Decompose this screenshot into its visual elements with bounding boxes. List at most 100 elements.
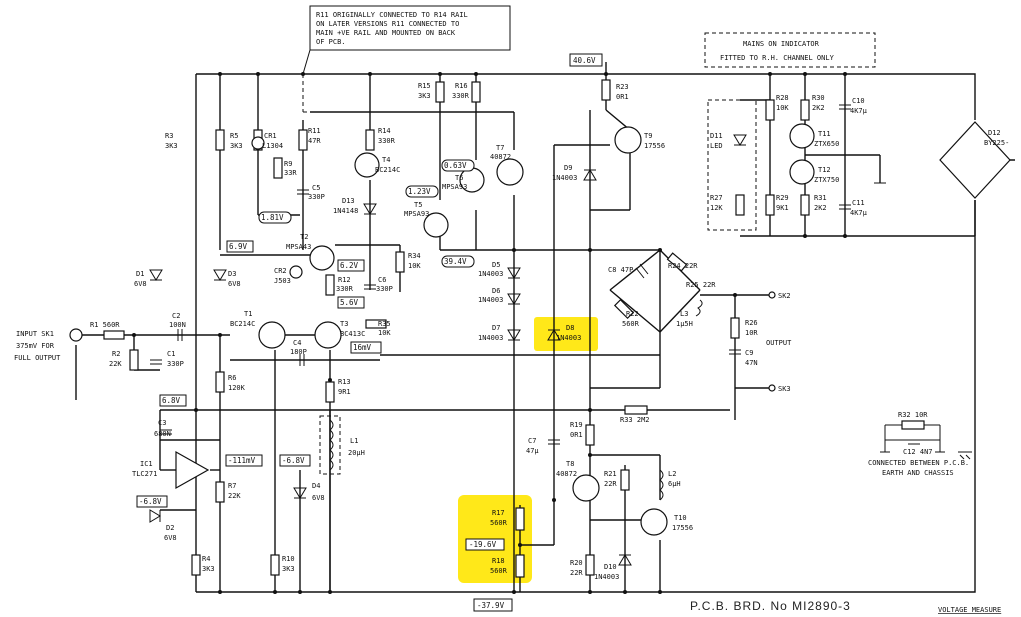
label-t3-val: BC413C [340,330,365,338]
t7-body [496,158,524,186]
label-c1: C1 [167,350,175,358]
notes: R11 ORIGINALLY CONNECTED TO R14 RAIL ON … [14,11,1001,614]
r11-body [298,129,308,151]
r22-body [613,298,635,320]
resistors [103,79,925,578]
r11-note-line-2: ON LATER VERSIONS R11 CONNECTED TO [316,20,459,28]
label-r35-val: 10K [378,329,391,337]
label-r26: R26 [745,319,758,327]
label-c2-val: 100N [169,321,186,329]
label-c9-val: 47N [745,359,758,367]
label-d11-val: LED [710,142,723,150]
label-c12: C12 4N7 [903,448,933,456]
c1-symbol [150,359,162,365]
label-l3-val: 1µ5H [676,320,693,328]
label-d3: D3 [228,270,236,278]
mains-indicator-box [704,32,876,68]
label-c1-val: 330P [167,360,184,368]
label-r9: R9 [284,160,292,168]
label-r1: R1 560R [90,321,120,329]
label-l1-val: 20µH [348,449,365,457]
label-c5-val: 330P [308,193,325,201]
r18-body [515,554,525,578]
label-ic1-val: TLC271 [132,470,157,478]
d10-symbol [618,554,632,566]
voltage-16mv: 16mV [353,343,372,352]
label-d9: D9 [564,164,572,172]
c6-symbol [364,284,376,290]
r12-body [325,274,335,296]
label-cr2-val: J503 [274,277,291,285]
r21-body [620,469,630,491]
label-d11: D11 [710,132,723,140]
label-t4-val: BC214C [375,166,400,174]
voltage-minus-6-8-b: -6.8V [282,456,305,465]
r6-body [215,371,225,393]
label-r15-val: 3K3 [418,92,431,100]
label-r15: R15 [418,82,431,90]
d7-symbol [507,329,521,341]
label-sk3: SK3 [778,385,791,393]
d1-symbol [149,269,163,281]
label-r24: R24 22R [668,262,698,270]
label-r17-val: 560R [490,519,508,527]
c10-symbol [839,104,851,110]
label-r6: R6 [228,374,236,382]
label-t2: T2 [300,233,308,241]
r3-body [215,129,225,151]
label-r30-val: 2K2 [812,104,825,112]
r26-body [730,317,740,339]
cr1-symbol [251,136,265,150]
label-r32: R32 10R [898,411,928,419]
c11-symbol [839,204,851,210]
label-r19: R19 [570,421,583,429]
highlight-d8 [534,317,598,351]
label-r29: R29 [776,194,789,202]
label-r5-val: 3K3 [230,142,243,150]
label-r22: R22 [626,310,639,318]
r17-body [515,507,525,531]
d12-bridge [939,121,1011,199]
c2-symbol [177,329,183,341]
sk2-terminal[interactable] [768,291,776,299]
label-r2: R2 [112,350,120,358]
label-r23-val: 0R1 [616,93,629,101]
voltage-0-63: 0.63V [444,161,467,170]
r11-note-line-1: R11 ORIGINALLY CONNECTED TO R14 RAIL [316,11,468,19]
label-r16: R16 [455,82,468,90]
label-d4: D4 [312,482,320,490]
r11-note-line-4: OF PCB. [316,38,346,46]
r15-body [435,81,445,103]
label-d4-val: 6V8 [312,494,325,502]
label-d10: D10 [604,563,617,571]
label-d1: D1 [136,270,144,278]
label-d6: D6 [492,287,500,295]
label-d7-val: 1N4003 [478,334,503,342]
r1-body [103,330,125,340]
label-r34: R34 [408,252,421,260]
label-r11-val: 47R [308,137,321,145]
label-r26-val: 10R [745,329,758,337]
d2-symbol [149,509,161,523]
label-t5: T5 [414,201,422,209]
r32-body [901,420,925,430]
r34-body [395,251,405,273]
label-cr1-val: L1304 [262,142,283,150]
label-c3: C3 [158,419,166,427]
label-l2-val: 6µH [668,480,681,488]
label-r14: R14 [378,127,391,135]
t12-body [789,159,815,185]
label-r20: R20 [570,559,583,567]
label-r6-val: 120K [228,384,246,392]
label-c4-val: 180P [290,348,307,356]
label-d3-val: 6V8 [228,280,241,288]
c7-symbol [548,439,560,445]
sk3-terminal[interactable] [768,384,776,392]
ic1-symbol [175,450,210,490]
label-r7-val: 22K [228,492,241,500]
label-d12-val: BY225- [984,139,1009,147]
label-t1: T1 [244,310,252,318]
r27-body [735,194,745,216]
label-r31-val: 2K2 [814,204,827,212]
label-cr1: CR1 [264,132,277,140]
